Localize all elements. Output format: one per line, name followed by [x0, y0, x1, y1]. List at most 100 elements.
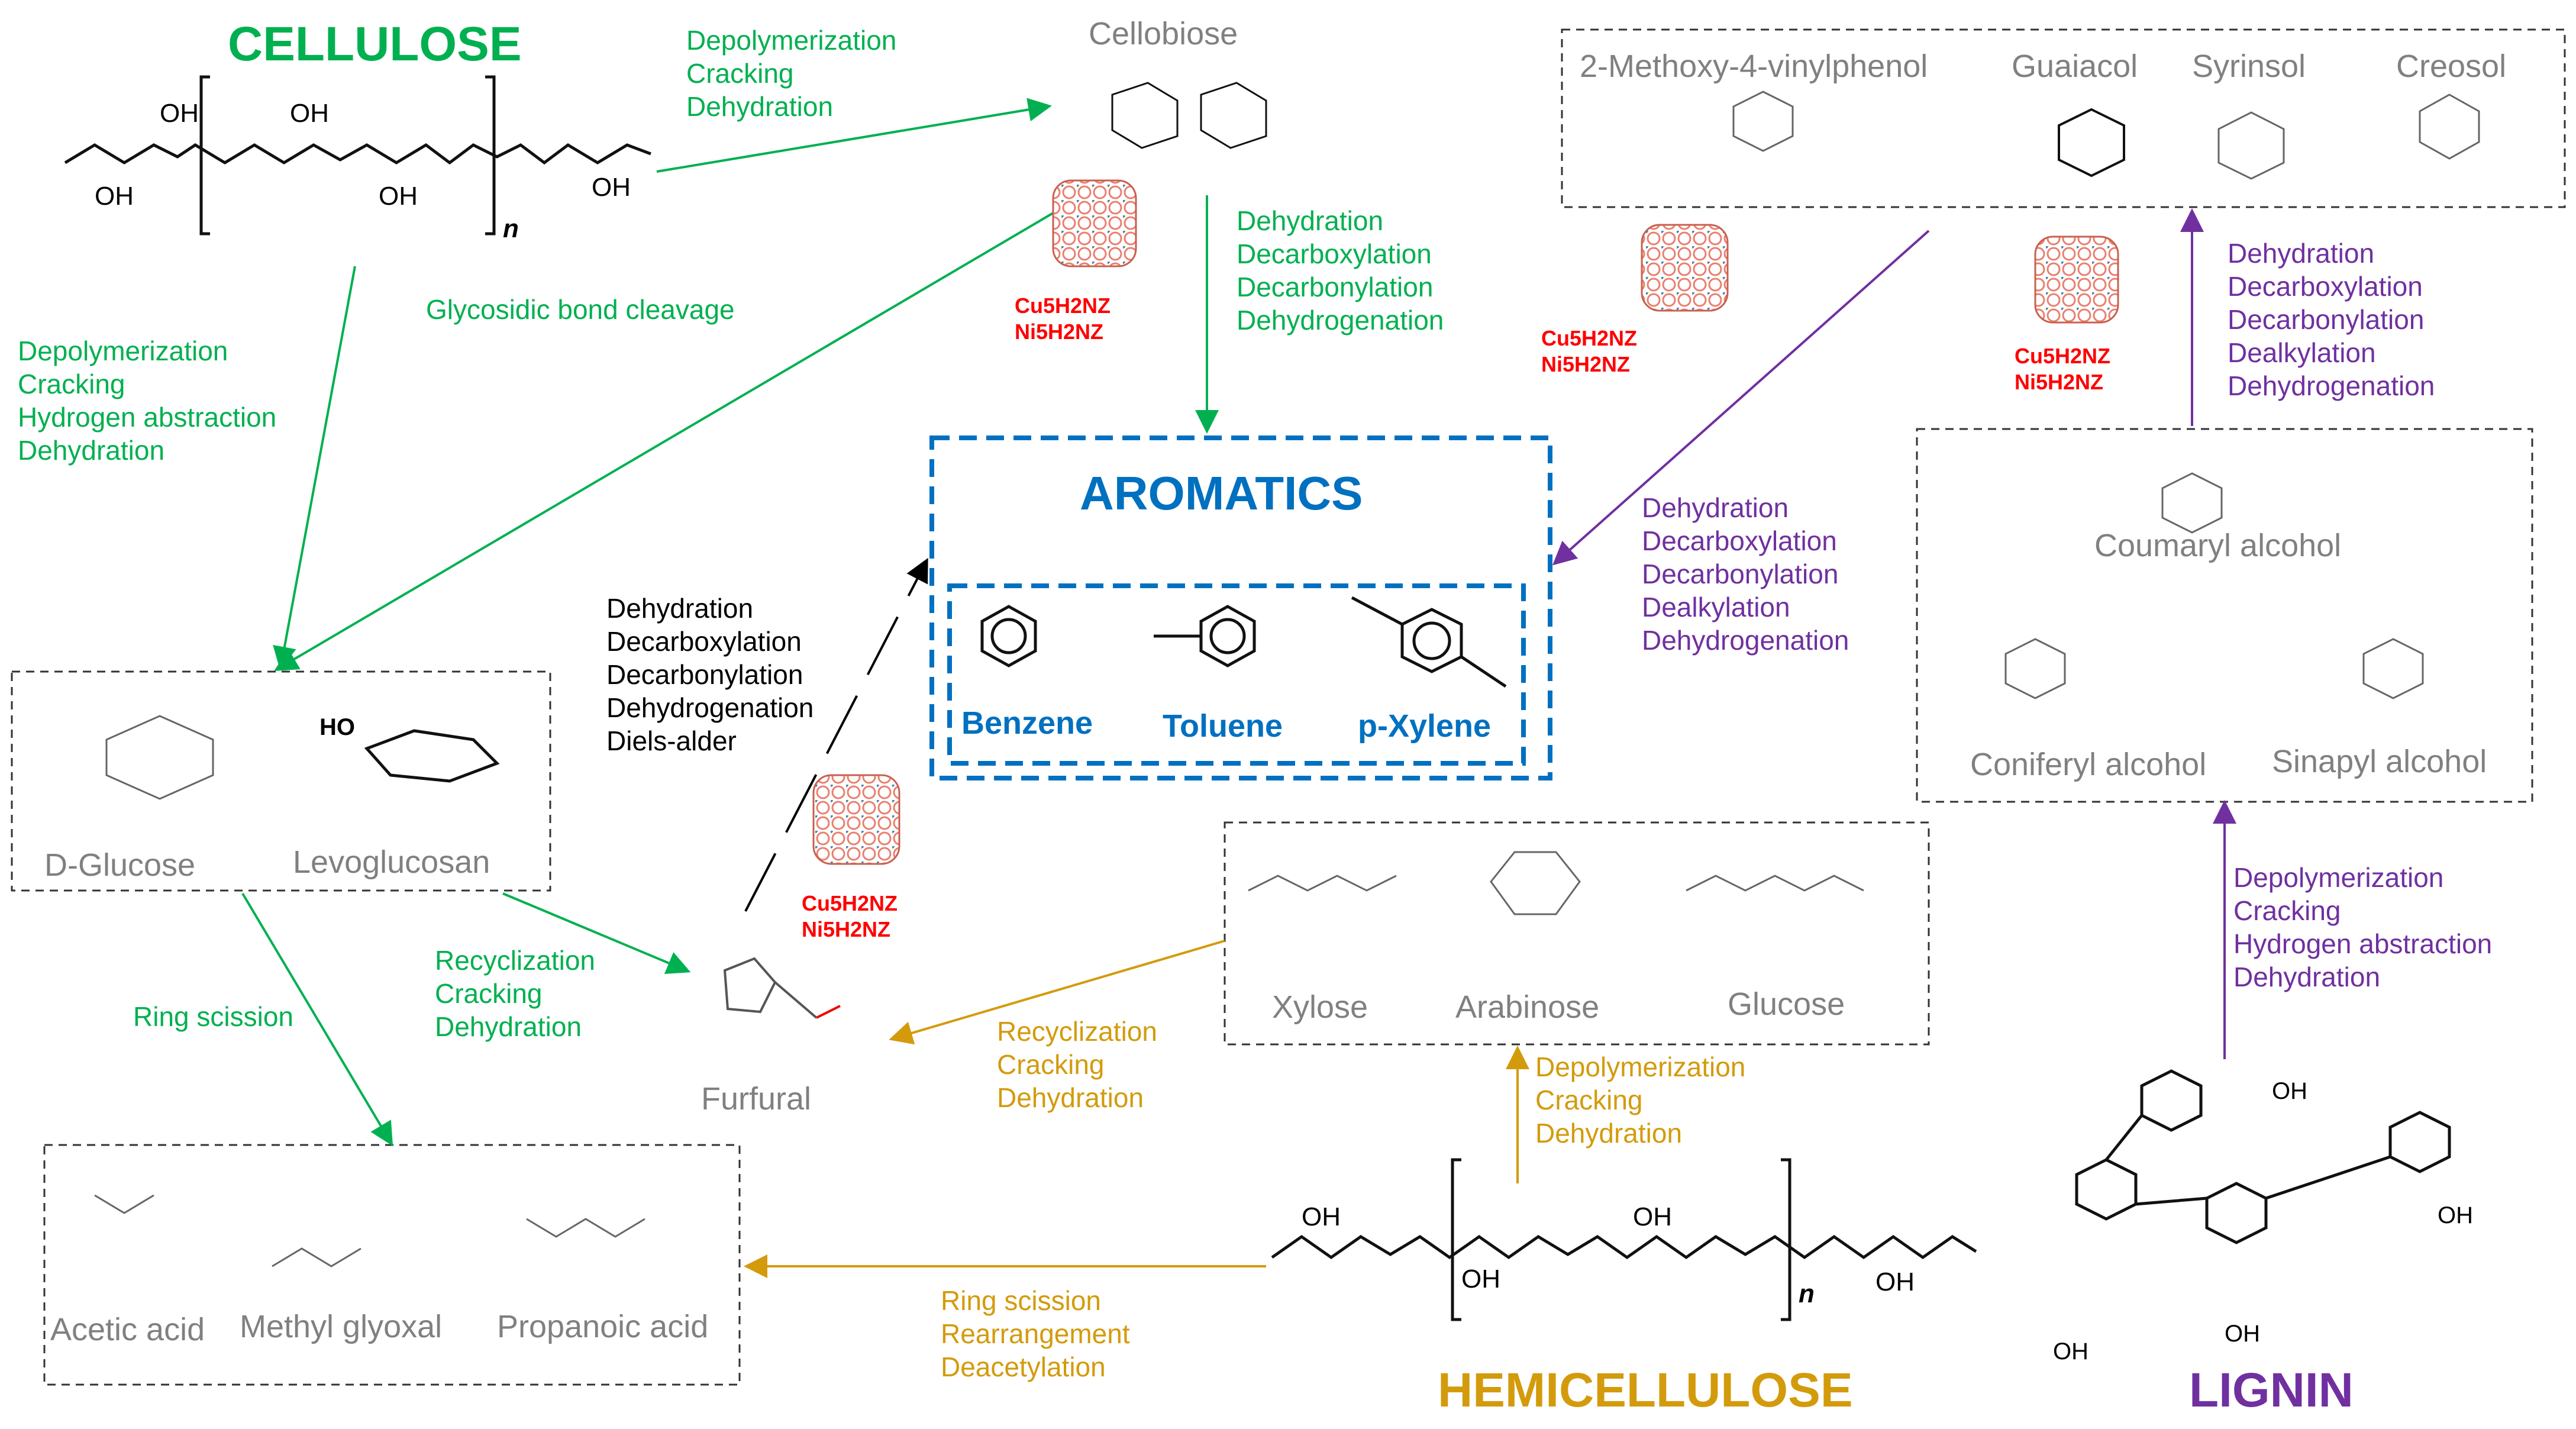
step-item: Hydrogen abstraction — [2233, 928, 2493, 960]
step-item: Recyclization — [997, 1016, 1157, 1047]
step-item: Cracking — [2233, 895, 2341, 927]
step-item: Decarboxylation — [1642, 525, 1837, 557]
step-item: Dehydrogenation — [2228, 370, 2435, 402]
d-glucose-label: D-Glucose — [44, 847, 196, 883]
step-item: Dehydration — [686, 91, 834, 122]
step-item: Decarbonylation — [1642, 559, 1839, 590]
furfural-label: Furfural — [701, 1081, 812, 1117]
lignin-oh-label: OH — [2272, 1078, 2307, 1104]
step-item: Dehydration — [997, 1082, 1144, 1114]
toluene-label: Toluene — [1163, 708, 1283, 744]
cellulose-oh-label: OH — [95, 182, 134, 211]
hemicellulose-title: HEMICELLULOSE — [1438, 1363, 1853, 1417]
step-item: Recyclization — [435, 945, 595, 976]
p-xylene-label: p-Xylene — [1358, 708, 1492, 744]
aromatics-inner-box — [947, 583, 1526, 766]
catalyst-label-cellobiose: Cu5H2NZ Ni5H2NZ — [1015, 293, 1111, 345]
catalyst-cu: Cu5H2NZ — [802, 891, 898, 915]
lignin-phenolics-box — [1561, 28, 2566, 208]
lignin-title: LIGNIN — [2189, 1363, 2354, 1417]
methyl-glyoxal-label: Methyl glyoxal — [240, 1309, 443, 1344]
steps-pentose-to-furfural: Recyclization Cracking Dehydration — [997, 1015, 1157, 1114]
step-item: Decarbonylation — [1237, 272, 1434, 303]
step-item: Decarboxylation — [606, 626, 802, 657]
steps-phenolics-to-aromatics: Dehydration Decarboxylation Decarbonylat… — [1642, 491, 1849, 657]
steps-hemicellulose-to-acids: Ring scission Rearrangement Deacetylatio… — [941, 1284, 1130, 1383]
step-item: Dehydration — [1535, 1118, 1683, 1149]
arrow-furfural-aromatics — [744, 557, 928, 912]
hemi-oh-label: OH — [1875, 1267, 1915, 1296]
steps-cellobiose-to-aromatics: Dehydration Decarboxylation Decarbonylat… — [1237, 204, 1444, 337]
steps-cellulose-to-cellobiose: Depolymerization Cracking Dehydration — [686, 24, 896, 123]
lignin-oh-label: OH — [2438, 1202, 2473, 1228]
catalyst-ni: Ni5H2NZ — [1015, 319, 1104, 344]
step-item: Deacetylation — [941, 1351, 1106, 1383]
aromatics-title: AROMATICS — [1080, 467, 1363, 520]
step-ring-scission: Ring scission — [133, 1001, 293, 1032]
xylose-label: Xylose — [1272, 989, 1368, 1025]
step-item: Dehydration — [2228, 238, 2375, 269]
aromatics-outer-box — [929, 436, 1552, 780]
sinapyl-alcohol-label: Sinapyl alcohol — [2272, 744, 2487, 779]
steps-alcohols-to-phenolics: Dehydration Decarboxylation Decarbonylat… — [2228, 237, 2435, 403]
step-item: Decarbonylation — [606, 659, 803, 691]
step-item: Diels-alder — [606, 725, 737, 757]
cellulose-title: CELLULOSE — [228, 17, 522, 71]
hemi-oh-label: OH — [1461, 1265, 1500, 1293]
step-item: Dealkylation — [1642, 592, 1790, 623]
catalyst-cu: Cu5H2NZ — [1015, 293, 1111, 318]
step-item: Dehydration — [1642, 492, 1789, 523]
step-item: Dehydrogenation — [1237, 305, 1444, 336]
catalyst-label-alcohols: Cu5H2NZ Ni5H2NZ — [2015, 343, 2110, 395]
polymer-n-label: n — [503, 214, 519, 243]
steps-hemicellulose-depolymerization: Depolymerization Cracking Dehydration — [1535, 1050, 1745, 1150]
chemical-structures — [64, 75, 2480, 1321]
step-item: Decarboxylation — [1237, 238, 1432, 270]
cellulose-oh-label: OH — [290, 99, 329, 128]
step-item: Dehydrogenation — [606, 692, 814, 724]
hemi-oh-label: OH — [1302, 1202, 1341, 1231]
cellulose-oh-label: OH — [160, 99, 199, 128]
catalyst-cu: Cu5H2NZ — [2015, 344, 2111, 368]
step-item: Dehydration — [18, 435, 165, 466]
step-item: Depolymerization — [18, 336, 228, 366]
benzene-label: Benzene — [961, 705, 1093, 741]
arrow-cellobiose-levoglucosan — [274, 212, 1054, 672]
glucose-levoglucosan-box — [11, 670, 551, 892]
step-item: Dealkylation — [2228, 337, 2376, 369]
cellulose-oh-label: OH — [379, 182, 418, 211]
step-item: Cracking — [997, 1049, 1105, 1080]
arrow-glucose-acids — [241, 892, 393, 1146]
steps-cellulose-to-glucose: Depolymerization Cracking Hydrogen abstr… — [18, 334, 276, 467]
arabinose-label: Arabinose — [1455, 989, 1600, 1025]
step-glycosidic-cleavage: Glycosidic bond cleavage — [426, 294, 735, 325]
coumaryl-alcohol-label: Coumaryl alcohol — [2094, 528, 2342, 563]
coniferyl-alcohol-label: Coniferyl alcohol — [1970, 747, 2207, 782]
monomer-methoxyvinylphenol: 2-Methoxy-4-vinylphenol — [1580, 49, 1928, 84]
step-item: Dehydration — [435, 1011, 582, 1043]
catalyst-ni: Ni5H2NZ — [802, 917, 891, 941]
levoglucosan-label: Levoglucosan — [293, 844, 490, 880]
pentose-hexose-box — [1224, 821, 1930, 1046]
step-item: Cracking — [435, 978, 543, 1009]
step-item: Dehydration — [606, 593, 754, 624]
step-item: Rearrangement — [941, 1318, 1130, 1350]
lignin-oh-label: OH — [2053, 1338, 2088, 1365]
arrow-cellulose-cellobiose — [656, 98, 1052, 173]
step-item: Hydrogen abstraction — [18, 402, 277, 433]
step-item: Dehydration — [1237, 205, 1384, 236]
catalyst-label-phenolics: Cu5H2NZ Ni5H2NZ — [1541, 325, 1637, 378]
arrow-phenolics-aromatics — [1552, 230, 1930, 566]
catalyst-cu: Cu5H2NZ — [1541, 326, 1638, 350]
lignin-oh-label: OH — [2225, 1321, 2260, 1347]
cellobiose-label: Cellobiose — [1089, 16, 1238, 51]
steps-lignin-depolymerization: Depolymerization Cracking Hydrogen abstr… — [2233, 861, 2492, 993]
catalyst-ni: Ni5H2NZ — [2015, 369, 2104, 394]
zeolite-catalyst-icons — [812, 179, 2119, 865]
step-item: Cracking — [686, 58, 794, 89]
glucose-label: Glucose — [1728, 986, 1845, 1022]
catalyst-ni: Ni5H2NZ — [1541, 351, 1631, 376]
levoglucosan-ho-label: HO — [319, 714, 355, 740]
